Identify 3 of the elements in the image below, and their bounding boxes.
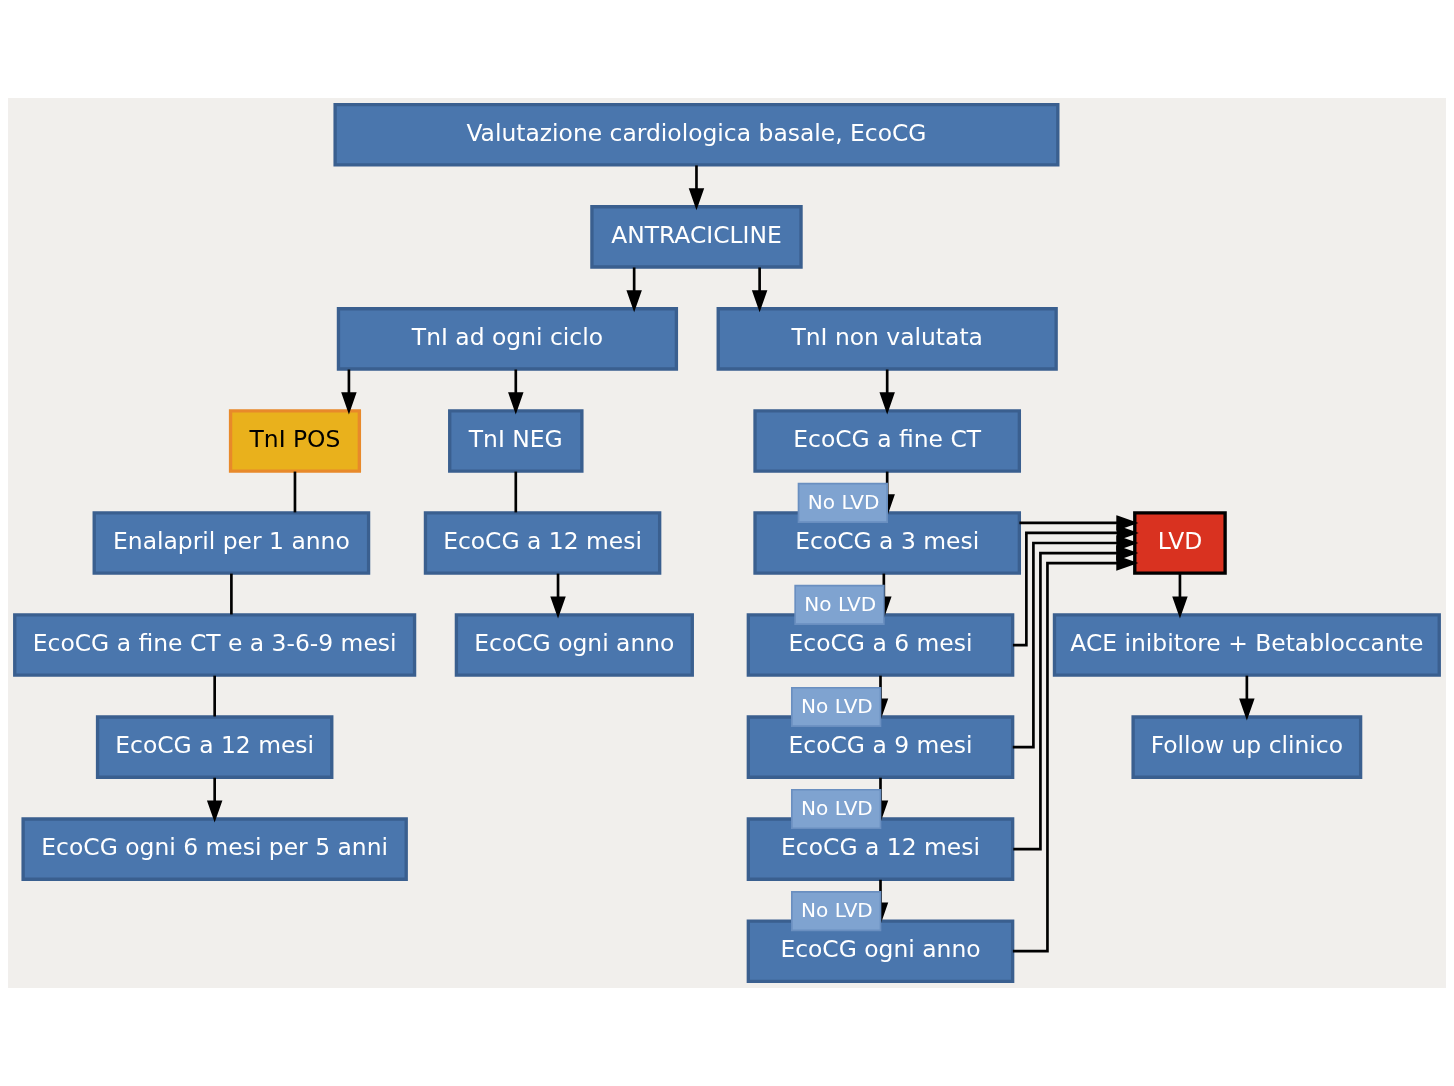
edge-label: No LVD: [807, 489, 880, 514]
edge-label: No LVD: [804, 591, 877, 616]
edge-label: No LVD: [801, 693, 873, 718]
